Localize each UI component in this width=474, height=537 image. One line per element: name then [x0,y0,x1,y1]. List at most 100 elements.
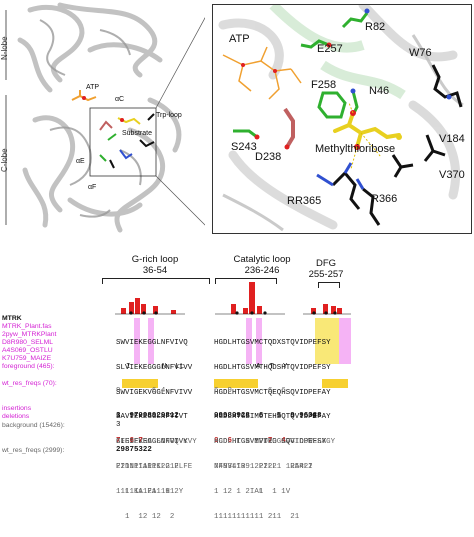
bg-freqs-line: 11111112111112 [116,488,179,497]
seq-block-1-row: SWVIGEKVGGLNFVIVV [116,388,193,397]
bg-freqs-line: 11111111111 211 21 [214,512,300,521]
highlight-col-6 [339,318,351,364]
background-line: GFSSLVGAGSINGQVKVY [116,438,197,447]
bar [231,304,236,314]
alignment-panel: G-rich loop 36-54 Catalytic loop 236-246… [0,250,474,521]
zoom-structure-image [218,5,464,232]
region-catalytic-bracket [215,278,277,284]
region-g-rich-bracket [102,278,210,284]
region-dfg: DFG 255-257 [296,258,356,280]
seq-block-2-row: HGDLHTGSIMCTEHSQTQVIDPEFAY [214,413,331,422]
n-lobe-label: N-lobe [0,36,9,60]
residue-v184-label: V184 [439,133,465,145]
residue-n46-label: N46 [369,85,390,97]
bar [311,308,316,314]
row-label-seq3: D8R980_SELML [2,339,54,346]
seq-block-1-row: SAVIEKEGGLNFVIVT [116,413,188,422]
region-catalytic-range: 236-246 [244,265,280,276]
overview-af-label: αF [88,184,97,191]
row-label-mtrk: MTRK [2,315,22,322]
seq-block-1-row: SLVIEKEGGGLNFVIVV [116,364,193,373]
highlight-col-4 [256,318,262,364]
bar [129,302,134,314]
region-dfg-range: 255-257 [308,269,344,280]
bg-freqs-line: 749341391222221 125422 [214,463,313,472]
highlight-freq-1 [122,379,158,388]
region-g-rich-range: 36-54 [142,265,168,276]
bar [141,304,146,314]
highlight-col-2 [148,318,154,364]
wt-freqs-fg-line: 7 6 7 [116,436,143,445]
wt-freqs-fg-line: 3 97998929812 [116,412,179,421]
bar [121,308,126,314]
seq-block-2-row: HGDLHTGSVMVTEG SQVIDPEFSY [214,437,327,446]
highlight-freq-2 [214,379,258,388]
wt-freqs-fg-line: 9 6 4 [116,387,166,396]
residue-w76-label: W76 [409,47,432,59]
seq-block-2-row: HGDLHTGSVMTHQDSHTQVIDPEFSY [214,364,331,373]
seq-block-2: HGDLHTGSVMCTQDXSTQVIDPEFSY HGDLHTGSVMTHQ… [214,323,331,462]
overview-ae-label: αE [76,158,85,165]
wt-freqs-fg-line: 6 9 6 6 [214,387,286,396]
residue-v370-label: V370 [439,169,465,181]
bar [331,306,336,314]
row-label-deletions: deletions [2,413,30,420]
row-label-background: background (15426): [2,422,65,429]
row-label-foreground: foreground (465): [2,363,55,370]
region-g-rich-loop: G-rich loop 36-54 [100,254,210,276]
highlight-freq-3 [322,379,348,388]
row-label-seq4: A4S069_OSTLU [2,347,53,354]
overview-substrate-label: Substrate [122,130,152,137]
bg-freqs-line: 1 12 1 2 1 1 1 [214,488,286,497]
overview-trp-loop-label: Trp-loop [156,112,182,119]
overview-atp-label: ATP [86,84,100,91]
overview-ac-label: αC [115,96,125,103]
row-label-seq1: MTRK_Plant.fas [2,323,52,330]
ins-del-block-1: 3 29875322 [116,405,152,471]
region-dfg-title: DFG [315,258,337,269]
background-line: HGDLHLGNVIFDRDGKVGILDWELAGY [214,438,336,447]
residue-d238-label: D238 [255,151,282,163]
residue-e257-label: E257 [317,43,343,55]
wt-freqs-fg-block-2: 6 9 6 6 99989928 6 5 9 96388 6 6 7 4 [214,371,322,461]
ins-del-line: 29875322 [116,446,152,455]
residue-f258-label: F258 [311,79,337,91]
seq-block-2-row: HGDLHTGSVMCTQDXSTQVIDPEFSY [214,339,331,348]
zoom-atp-label: ATP [229,33,250,45]
ins-del-block-2: 9 [312,413,317,421]
wt-freqs-fg-block-1: 9 6 4 3 97998929812 7 6 7 [116,371,179,461]
overview-panel: N-lobe C-lobe ATP αC Trp-loop Substrate … [0,0,213,240]
residue-s243-label: S243 [231,141,257,153]
highlight-col-1 [134,318,140,364]
conservation-bar-group-3 [311,304,342,314]
bg-freqs-block-1: 22111111112212 11111112111112 1 12 12 2 [116,447,179,537]
ins-del-line: 3 [116,421,121,430]
bg-freqs-block-2: 749341391222221 125422 1 12 1 2 1 1 1 11… [214,447,313,537]
row-label-seq2: 2pyw_MTRKPlant [2,331,57,338]
wt-freqs-fg-line: 99989928 6 5 9 96388 [214,412,322,421]
seq-block-2-row: HGDLHTGSVMCTQEQHSQVIDPEFAY [214,388,331,397]
region-catalytic-title: Catalytic loop [233,254,291,265]
row-label-seq5: K7U759_MAIZE [2,355,52,362]
bar [337,308,342,314]
overview-structure-image [5,2,213,233]
seq-block-1-row: SIEIEKEGGLNFVIVY [116,437,188,446]
c-lobe-label: C-lobe [0,148,9,172]
conservation-bar-group-1 [121,298,176,314]
row-label-insertions: insertions [2,405,32,412]
seq-block-1-row: SWVIEKEGGLNFVIVQ [116,339,188,348]
residue-r366-label: R366 [371,193,398,205]
bar [257,306,262,314]
bg-freqs-line: 22111111112212 [116,463,179,472]
bar [243,308,248,314]
conservation-bars [115,282,351,315]
residue-rr365-label: RR365 [287,195,322,207]
bg-freqs-line: 1 12 12 2 [116,512,175,521]
bar [135,298,140,314]
wt-freqs-fg-line: 6 6 7 4 [214,436,286,445]
region-g-rich-title: G-rich loop [131,254,179,265]
bar [323,304,328,314]
row-label-wt-freqs-bg: wt_res_freqs (2999): [2,447,65,454]
bar [171,310,176,314]
bar [249,282,255,314]
